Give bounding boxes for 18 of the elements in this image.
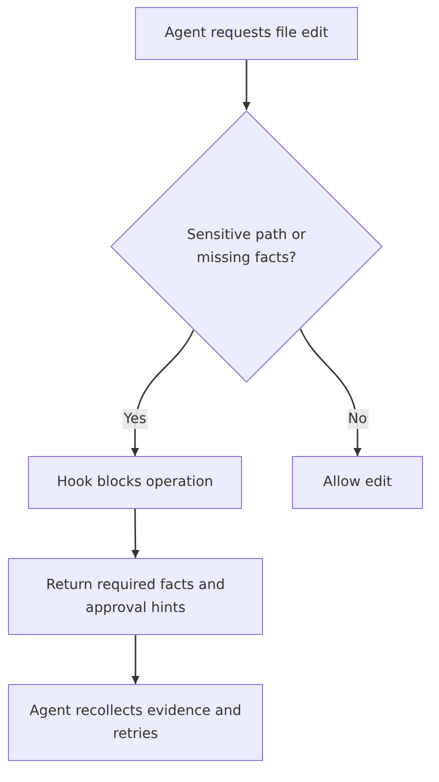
decision-diamond [110,110,383,383]
process-box [135,7,358,60]
node-text: Agent recollects evidence and retries [28,702,242,744]
arrow [131,509,140,558]
process-box [8,558,263,635]
process-box [28,456,242,509]
edge-label: Yes [122,409,148,429]
node-text: Agent requests file edit [164,24,330,43]
arrow [300,328,362,456]
node-text: Sensitive path or missing facts? [186,226,307,268]
edge-label: No [346,409,368,429]
process-box [292,456,423,509]
arrow [242,60,250,110]
process-box [8,684,263,761]
arrow [132,635,140,684]
node-text: Allow edit [322,473,393,492]
node-text: Hook blocks operation [56,473,214,492]
node-text: Return required facts and approval hints [45,576,226,618]
